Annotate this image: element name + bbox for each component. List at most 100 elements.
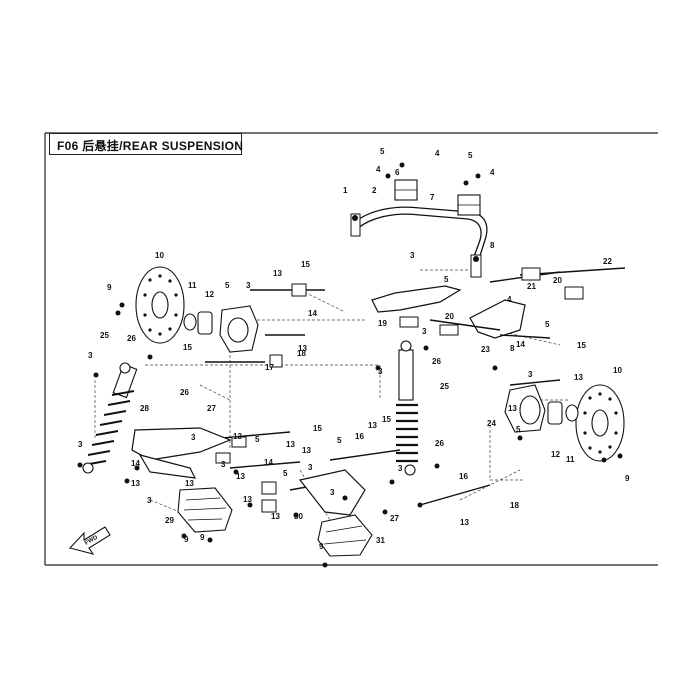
callout-label: 4	[435, 149, 440, 158]
callout-label: 4	[507, 295, 512, 304]
callout-label: 9	[200, 533, 205, 542]
callout-label: 23	[481, 345, 490, 354]
callout-label: 25	[100, 331, 109, 340]
callout-label: 15	[577, 341, 586, 350]
callout-label: 4	[376, 165, 381, 174]
callout-label: 15	[183, 343, 192, 352]
callout-label: 13	[243, 495, 252, 504]
upper-control-arm-center	[371, 285, 462, 313]
callout-label: 9	[625, 474, 630, 483]
callout-label: 2	[372, 186, 377, 195]
stabilizer-bracket-left	[394, 179, 418, 201]
callout-label: 13	[286, 440, 295, 449]
callout-label: 3	[78, 440, 83, 449]
callout-label: 9	[319, 542, 324, 551]
callout-label: 13	[233, 432, 242, 441]
callout-label: 5	[283, 469, 288, 478]
callout-label: 8	[490, 241, 495, 250]
callout-label: 5	[545, 320, 550, 329]
callout-label: 5	[444, 275, 449, 284]
callout-label: 17	[265, 363, 274, 372]
callout-label: 3	[246, 281, 251, 290]
callout-label: 31	[376, 536, 385, 545]
callout-label: 3	[410, 251, 415, 260]
shock-absorber-right	[396, 340, 418, 476]
callout-label: 3	[221, 460, 226, 469]
callout-label: 3	[308, 463, 313, 472]
callout-label: 3	[422, 327, 427, 336]
fasteners	[77, 162, 623, 568]
callout-label: 3	[88, 351, 93, 360]
fwd-arrow-icon: FWD	[68, 526, 111, 555]
skid-guard-center	[317, 514, 373, 557]
callout-label: 26	[180, 388, 189, 397]
callout-label: 13	[271, 512, 280, 521]
callout-label: 27	[207, 404, 216, 413]
callout-label: 3	[191, 433, 196, 442]
callout-label: 3	[147, 496, 152, 505]
callout-label: 30	[294, 512, 303, 521]
callout-label: 15	[313, 424, 322, 433]
callout-label: 26	[432, 357, 441, 366]
callout-label: 15	[382, 415, 391, 424]
callout-label: 13	[302, 446, 311, 455]
callout-label: 3	[398, 464, 403, 473]
callout-label: 14	[516, 340, 525, 349]
callout-label: 19	[378, 319, 387, 328]
callout-label: 26	[435, 439, 444, 448]
callout-label: 27	[390, 514, 399, 523]
callout-label: 13	[508, 404, 517, 413]
callout-label: 4	[490, 168, 495, 177]
callout-label: 10	[613, 366, 622, 375]
callout-label: 6	[395, 168, 400, 177]
stabilizer-bracket-right	[457, 194, 481, 216]
callout-label: 29	[165, 516, 174, 525]
callout-label: 13	[273, 269, 282, 278]
callout-label: 11	[188, 281, 197, 290]
callout-label: 13	[574, 373, 583, 382]
callout-label: 13	[131, 479, 140, 488]
callout-label: 11	[566, 455, 575, 464]
callout-label: 21	[527, 282, 536, 291]
skid-guard-left	[177, 487, 233, 533]
callout-label: 28	[140, 404, 149, 413]
callout-label: 18	[297, 349, 306, 358]
callout-label: 5	[225, 281, 230, 290]
callout-label: 3	[330, 488, 335, 497]
stabilizer-bar	[354, 206, 488, 263]
callout-label: 24	[487, 419, 496, 428]
callout-label: 5	[337, 436, 342, 445]
callout-label: 16	[355, 432, 364, 441]
callout-label: 13	[185, 479, 194, 488]
callout-label: 5	[380, 147, 385, 156]
lower-control-arm-left	[131, 427, 232, 479]
callout-label: 5	[516, 425, 521, 434]
stabilizer-link-left	[350, 213, 361, 237]
diagram-title: F06 后悬挂/REAR SUSPENSION	[57, 139, 244, 153]
callout-label: 9	[184, 535, 189, 544]
callout-label: 14	[264, 458, 273, 467]
callout-label: 12	[205, 290, 214, 299]
lower-control-arm-center	[298, 469, 366, 516]
hub-bearing-right	[504, 384, 579, 433]
callout-label: 26	[127, 334, 136, 343]
stabilizer-link-right	[470, 254, 482, 278]
diagram-title-box: F06 后悬挂/REAR SUSPENSION	[49, 133, 244, 155]
callout-label: 13	[368, 421, 377, 430]
callout-label: 8	[510, 344, 515, 353]
callout-label: 14	[308, 309, 317, 318]
callout-label: 18	[510, 501, 519, 510]
callout-label: 3	[528, 370, 533, 379]
callout-label: 15	[301, 260, 310, 269]
callout-label: 16	[459, 472, 468, 481]
upper-control-arm-right	[469, 299, 526, 339]
callout-label: 12	[551, 450, 560, 459]
shock-absorber-left	[82, 362, 138, 474]
hub-bearing-left	[183, 305, 259, 353]
callout-label: 13	[298, 344, 307, 353]
callout-label: 1	[343, 186, 348, 195]
callout-label: 9	[107, 283, 112, 292]
